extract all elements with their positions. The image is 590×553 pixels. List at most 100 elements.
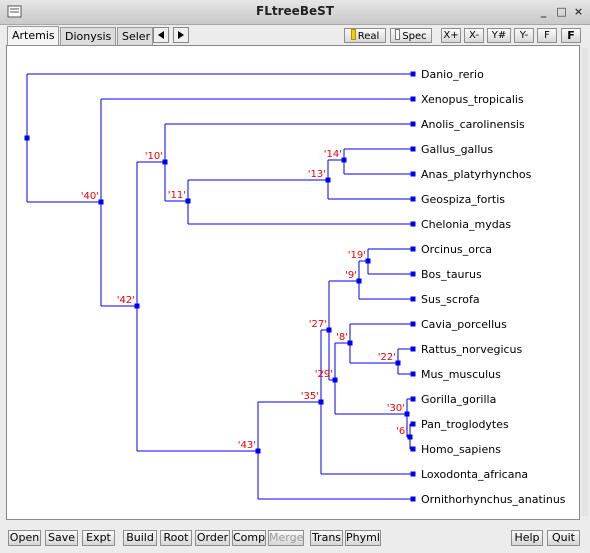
internal-node-marker[interactable] [407, 434, 413, 440]
minimize-button[interactable]: _ [540, 5, 547, 18]
comp-button[interactable]: Comp [232, 530, 266, 546]
internal-node-marker[interactable] [365, 258, 371, 264]
export-button[interactable]: Expt [82, 530, 115, 546]
trans-button[interactable]: Trans [310, 530, 343, 546]
merge-button[interactable]: Merge [268, 530, 304, 546]
tree-canvas[interactable]: '40''42''10''11''13''14''43''35''27''9''… [6, 45, 580, 520]
leaf-node-marker[interactable] [410, 246, 416, 252]
title-bar: FLtreeBeST _ □ × [0, 0, 590, 25]
leaf-node-marker[interactable] [410, 371, 416, 377]
open-button[interactable]: Open [8, 530, 41, 546]
leaf-label[interactable]: Mus_musculus [421, 368, 501, 381]
leaf-label[interactable]: Gallus_gallus [421, 143, 493, 156]
leaf-label[interactable]: Rattus_norvegicus [421, 343, 523, 356]
node-label: '9' [345, 270, 357, 281]
node-label: '6' [396, 426, 408, 437]
internal-node-marker[interactable] [325, 177, 331, 183]
leaf-node-marker[interactable] [410, 396, 416, 402]
leaf-label[interactable]: Ornithorhynchus_anatinus [421, 493, 566, 506]
leaf-label[interactable]: Homo_sapiens [421, 443, 501, 456]
save-button[interactable]: Save [45, 530, 78, 546]
internal-node-marker[interactable] [404, 411, 410, 417]
tree-drawing: '40''42''10''11''13''14''43''35''27''9''… [24, 68, 566, 506]
leaf-node-marker[interactable] [410, 296, 416, 302]
node-label: '11' [168, 190, 186, 201]
internal-node-marker[interactable] [255, 448, 261, 454]
x-plus-button[interactable]: X+ [441, 28, 461, 43]
internal-node-marker[interactable] [134, 303, 140, 309]
leaf-node-marker[interactable] [410, 96, 416, 102]
leaf-label[interactable]: Anolis_carolinensis [421, 118, 525, 131]
toggle-off-icon [395, 29, 401, 40]
leaf-node-marker[interactable] [410, 446, 416, 452]
leaf-node-marker[interactable] [410, 496, 416, 502]
leaf-node-marker[interactable] [410, 196, 416, 202]
node-label: '42' [117, 295, 135, 306]
arrow-left-icon [158, 31, 164, 39]
node-label: '30' [387, 403, 405, 414]
leaf-label[interactable]: Cavia_porcellus [421, 318, 507, 331]
order-button[interactable]: Order [195, 530, 230, 546]
leaf-node-marker[interactable] [410, 221, 416, 227]
leaf-node-marker[interactable] [410, 346, 416, 352]
close-button[interactable]: × [573, 5, 584, 18]
leaf-node-marker[interactable] [410, 171, 416, 177]
internal-node-marker[interactable] [185, 198, 191, 204]
internal-node-marker[interactable] [347, 340, 353, 346]
tab-scroll-left-button[interactable] [153, 27, 169, 43]
node-label: '19' [348, 250, 366, 261]
internal-node-marker[interactable] [318, 399, 324, 405]
tab-dionysis[interactable]: Dionysis [60, 27, 116, 46]
node-label: '14' [324, 149, 342, 160]
font-larger-button[interactable]: F [561, 28, 581, 43]
leaf-node-marker[interactable] [410, 421, 416, 427]
leaf-label[interactable]: Chelonia_mydas [421, 218, 511, 231]
internal-node-marker[interactable] [395, 360, 401, 366]
leaf-label[interactable]: Xenopus_tropicalis [421, 93, 524, 106]
spec-toggle-button[interactable]: Spec [390, 28, 432, 43]
node-label: '10' [145, 151, 163, 162]
leaf-label[interactable]: Anas_platyrhynchos [421, 168, 532, 181]
internal-node-marker[interactable] [332, 377, 338, 383]
help-button[interactable]: Help [511, 530, 543, 546]
root-button[interactable]: Root [160, 530, 192, 546]
node-label: '22' [378, 352, 396, 363]
x-minus-button[interactable]: X- [464, 28, 484, 43]
tab-scroll-right-button[interactable] [173, 27, 189, 43]
phyml-button[interactable]: Phyml [345, 530, 381, 546]
internal-node-marker[interactable] [24, 135, 30, 141]
leaf-label[interactable]: Danio_rerio [421, 68, 484, 81]
leaf-node-marker[interactable] [410, 271, 416, 277]
leaf-node-marker[interactable] [410, 146, 416, 152]
internal-node-marker[interactable] [162, 159, 168, 165]
leaf-label[interactable]: Bos_taurus [421, 268, 482, 281]
font-smaller-button[interactable]: F [537, 28, 557, 43]
leaf-label[interactable]: Orcinus_orca [421, 243, 492, 256]
quit-button[interactable]: Quit [547, 530, 580, 546]
leaf-label[interactable]: Sus_scrofa [421, 293, 480, 306]
real-toggle-button[interactable]: Real [344, 28, 386, 43]
leaf-label[interactable]: Geospiza_fortis [421, 193, 505, 206]
node-label: '35' [301, 391, 319, 402]
y-hash-button[interactable]: Y# [487, 28, 511, 43]
leaf-node-marker[interactable] [410, 471, 416, 477]
tab-seler[interactable]: Seler [117, 27, 153, 46]
leaf-node-marker[interactable] [410, 71, 416, 77]
internal-node-marker[interactable] [326, 327, 332, 333]
y-minus-button[interactable]: Y- [514, 28, 534, 43]
bottom-toolbar: Open Save Expt Build Root Order Comp Mer… [0, 526, 590, 553]
node-label: '13' [308, 169, 326, 180]
tab-artemis[interactable]: Artemis [7, 26, 59, 47]
internal-node-marker[interactable] [98, 199, 104, 205]
internal-node-marker[interactable] [341, 157, 347, 163]
internal-node-marker[interactable] [356, 278, 362, 284]
vertical-scrollbar[interactable] [582, 48, 588, 516]
leaf-label[interactable]: Loxodonta_africana [421, 468, 528, 481]
maximize-button[interactable]: □ [556, 5, 567, 18]
leaf-node-marker[interactable] [410, 121, 416, 127]
leaf-label[interactable]: Gorilla_gorilla [421, 393, 496, 406]
leaf-label[interactable]: Pan_troglodytes [421, 418, 509, 431]
build-button[interactable]: Build [123, 530, 157, 546]
leaf-node-marker[interactable] [410, 321, 416, 327]
arrow-right-icon [178, 31, 184, 39]
